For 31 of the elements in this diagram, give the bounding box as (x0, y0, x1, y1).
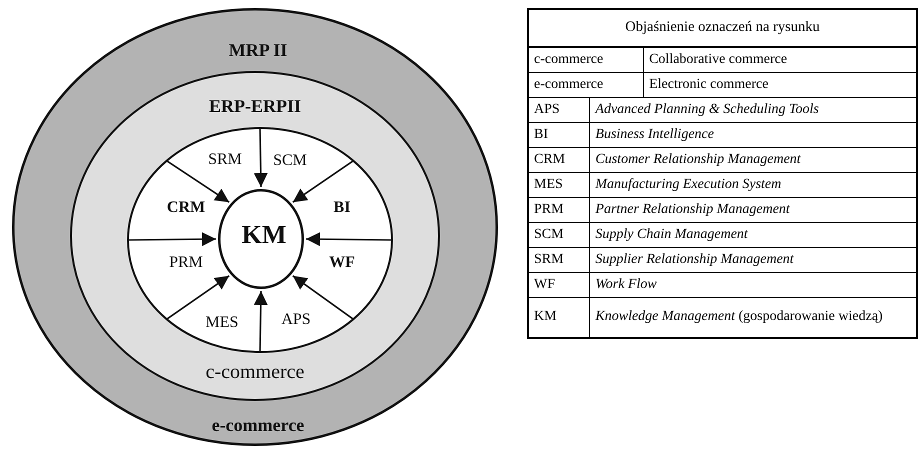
arrow (128, 232, 216, 246)
abbreviation-cell: WF (528, 272, 590, 298)
sector-label: SRM (208, 152, 242, 168)
center-label: KM (242, 222, 286, 248)
ring-label: c-commerce (206, 362, 304, 382)
abbreviation-cell: c-commerce (528, 47, 644, 72)
sector-label: WF (329, 255, 355, 271)
ring-label: e-commerce (212, 416, 304, 434)
sector-label: BI (334, 200, 350, 216)
abbreviation-cell: CRM (528, 148, 590, 172)
arrow (166, 275, 230, 320)
abbreviation-cell: MES (528, 172, 590, 198)
arrow (254, 290, 268, 352)
sector-label: APS (281, 312, 311, 328)
abbreviation-cell: BI (528, 122, 590, 148)
sector-label: SCM (273, 153, 307, 169)
sector-label: CRM (166, 200, 206, 216)
abbreviation-cell: PRM (528, 198, 590, 222)
arrow (166, 160, 230, 203)
arrow (254, 128, 268, 188)
sector-label: PRM (169, 255, 203, 271)
abbreviation-cell: APS (528, 98, 590, 122)
ring-label: MRP II (228, 41, 288, 59)
sector-label: MES (206, 315, 238, 331)
arrow (292, 160, 354, 203)
abbreviation-cell: e-commerce (528, 72, 644, 98)
arrow (292, 275, 354, 320)
ring-label: ERP-ERPII (209, 97, 301, 115)
abbreviation-cell: SRM (528, 248, 590, 272)
arrow (306, 232, 392, 246)
abbreviation-cell: SCM (528, 222, 590, 248)
